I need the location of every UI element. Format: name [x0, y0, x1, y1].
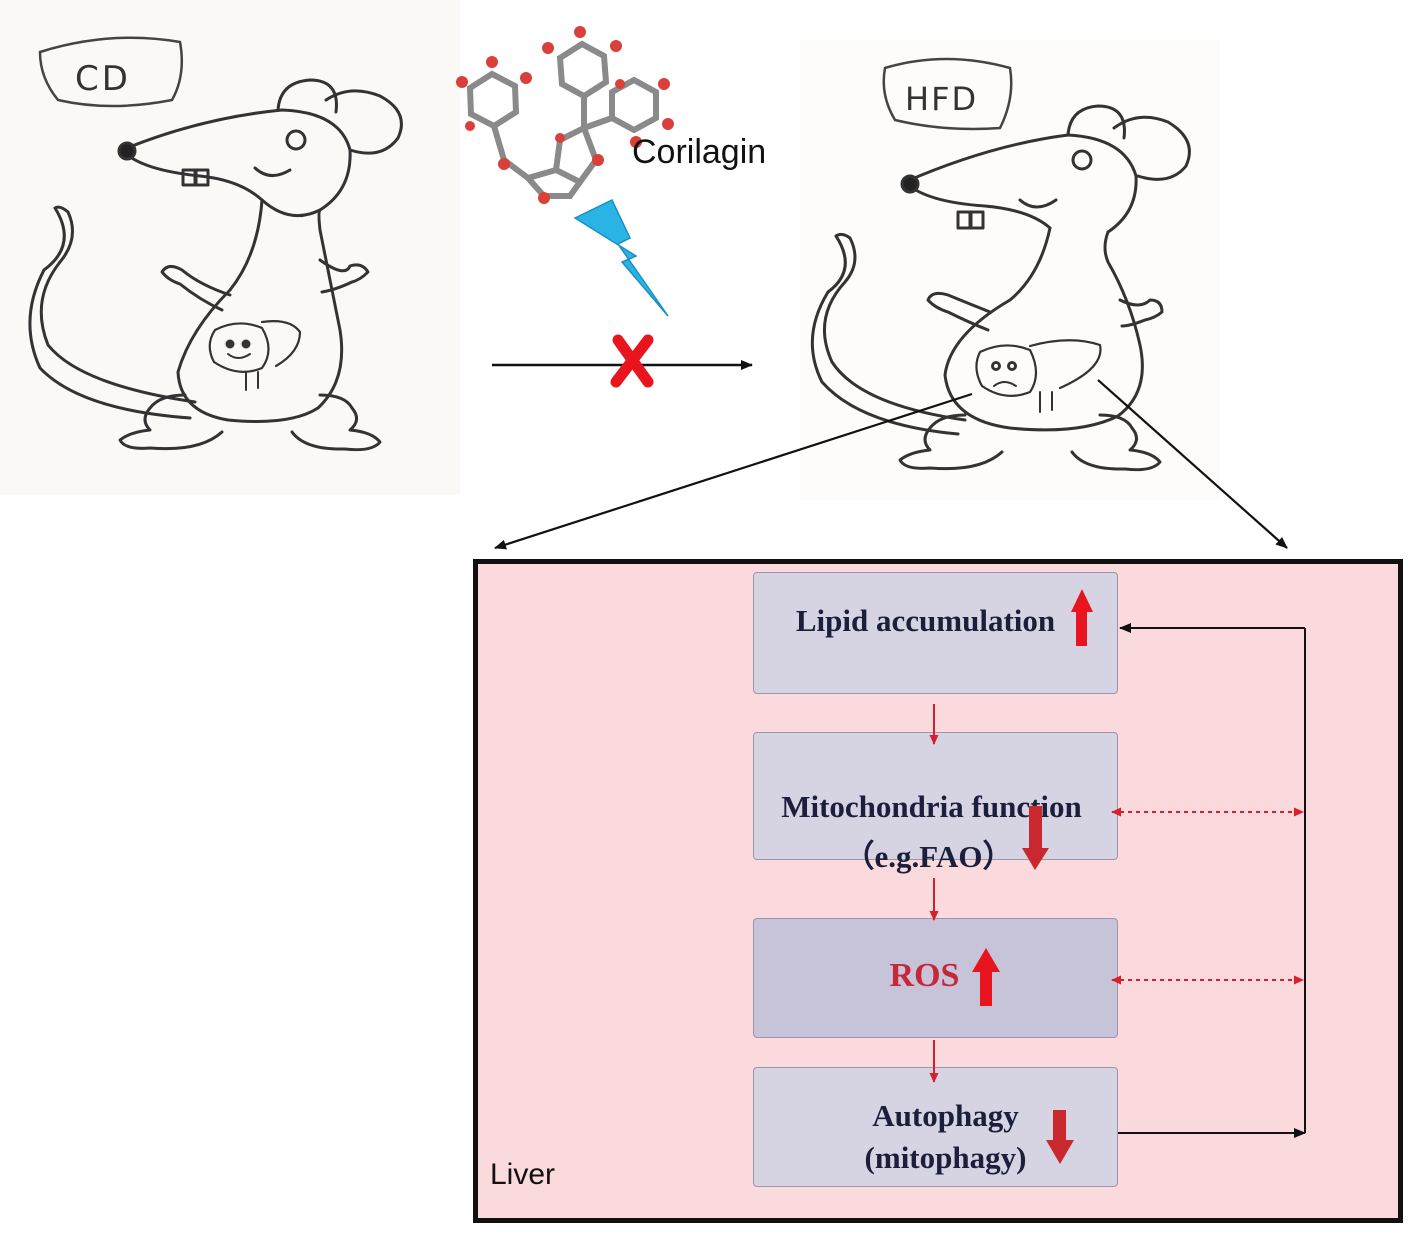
mito-down-arrow-shape — [1022, 806, 1049, 870]
ros-up-arrow-icon — [972, 948, 1000, 1006]
liver-label: Liver — [490, 1158, 556, 1191]
corilagin-atoms — [456, 26, 674, 204]
corilagin-label: Corilagin — [632, 133, 766, 171]
feedback-loop — [1118, 623, 1306, 1138]
cd-mouse-paper — [0, 0, 460, 495]
cd-label-card — [38, 36, 183, 108]
mitochondria-function-box: Mitochondria function （e.g.FAO） — [753, 732, 1118, 874]
autophagy-down-arrow-icon — [1046, 1110, 1074, 1164]
ros-box: ROS — [753, 918, 1118, 1038]
ros-label: ROS — [889, 957, 960, 994]
zoom-arrow-right — [1097, 379, 1288, 549]
zoom-arrow-left — [494, 392, 973, 550]
lipid-accumulation-label: Lipid accumulation — [795, 603, 1056, 638]
mitophagy-label: (mitophagy) — [864, 1140, 1027, 1175]
lipid-up-arrow-icon — [1071, 589, 1093, 646]
mitochondria-example-label: （e.g.FAO） — [843, 839, 1014, 874]
hfd-label-card — [882, 57, 1013, 131]
lipid-accumulation-box: Lipid accumulation — [753, 572, 1118, 694]
hfd-label: HFD — [905, 80, 978, 118]
cd-label: CD — [75, 59, 131, 99]
block-x-icon — [610, 334, 654, 388]
hfd-mouse — [810, 104, 1191, 472]
lightning-bolt-icon — [573, 198, 669, 317]
corilagin-molecule — [466, 40, 659, 199]
cd-mouse — [28, 78, 403, 452]
autophagy-label: Autophagy — [872, 1098, 1019, 1133]
